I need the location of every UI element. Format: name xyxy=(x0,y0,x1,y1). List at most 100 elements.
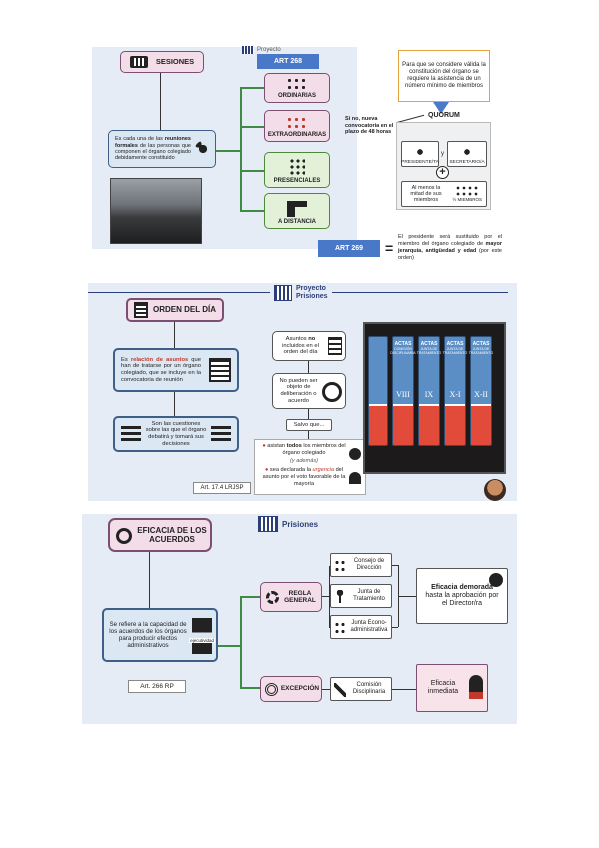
prisiones-logo: Prisiones xyxy=(258,516,318,532)
connector xyxy=(322,689,330,690)
condiciones-box: ● asistan todos los miembros del órgano … xyxy=(254,439,366,495)
ordinarias-box: ORDINARIAS xyxy=(264,73,330,103)
binder-title: ACTAS xyxy=(472,341,490,347)
distancia-box: A DISTANCIA xyxy=(264,193,330,229)
target-icon xyxy=(265,683,278,696)
art174-label: Art. 17.4 LRJSP xyxy=(193,482,251,494)
extraordinarias-box: EXTRAORDINARIAS xyxy=(264,110,330,142)
computer-user-icon xyxy=(287,201,307,218)
meeting-room-photo xyxy=(110,178,202,244)
presenciales-label: PRESENCIALES xyxy=(273,178,321,185)
connector xyxy=(398,596,416,597)
connector xyxy=(308,361,309,373)
mitad-label: Al menos la mitad de sus miembros xyxy=(410,184,442,204)
extraordinarias-label: EXTRAORDINARIAS xyxy=(267,132,327,139)
eficacia-box: EFICACIA DE LOS ACUERDOS xyxy=(108,518,212,552)
condicion-urgencia: ● sea declarada la urgencia del asunto p… xyxy=(262,467,346,487)
connector xyxy=(174,392,175,416)
connector xyxy=(240,87,264,89)
quorum-label: QUORUM xyxy=(428,112,460,119)
excepcion-box: EXCEPCIÓN xyxy=(260,676,322,702)
settings-icon xyxy=(266,591,279,604)
art268-tag: ART 268 xyxy=(257,54,319,69)
document-list-icon xyxy=(134,302,149,318)
desc-text: Es cada una de las reuniones formales de… xyxy=(115,136,191,162)
sesiones-label: SESIONES xyxy=(155,56,195,66)
connector xyxy=(322,596,330,597)
si-no-note: Si no, nueva convocatoria en el plazo de… xyxy=(345,116,394,136)
header-text: Proyecto xyxy=(257,47,281,53)
gear-shield-icon xyxy=(116,528,132,544)
connector xyxy=(240,126,264,128)
proyecto-logo: Proyecto xyxy=(242,45,302,55)
person-running-icon xyxy=(334,590,346,604)
connector xyxy=(329,566,330,628)
capacidad-box: Se refiere a la capacidad de los acuerdo… xyxy=(102,608,218,662)
group-icon xyxy=(289,158,305,177)
meeting-table-urgent-icon xyxy=(286,116,308,131)
connector xyxy=(216,150,240,152)
connector xyxy=(392,689,416,690)
connector xyxy=(218,645,240,647)
ordinarias-label: ORDINARIAS xyxy=(277,93,316,100)
mitad-box: Al menos la mitad de sus miembros ½ MIEM… xyxy=(401,181,487,207)
stop-hand-icon xyxy=(322,382,342,402)
regla-general-box: REGLA GENERAL xyxy=(260,582,322,612)
regla-label: REGLA GENERAL xyxy=(284,589,316,604)
binder-subtitle: JUNTA DE TRATAMIENTO xyxy=(468,347,494,355)
gavel-icon xyxy=(334,683,346,697)
clock-people-icon xyxy=(489,573,503,587)
meeting-table-icon xyxy=(286,77,308,92)
arrow-down-icon xyxy=(433,102,449,114)
binder-subtitle: JUNTA DE TRATAMIENTO xyxy=(442,347,468,355)
presidente-box: PRESIDENTE/TA xyxy=(401,141,439,167)
demorada-text: Eficacia demorada hasta la aprobación po… xyxy=(425,583,499,608)
inmediata-label: Eficacia inmediata xyxy=(427,679,459,695)
binder-title: ACTAS xyxy=(394,341,412,347)
bars-icon xyxy=(274,285,292,301)
siren-icon xyxy=(349,472,361,484)
ademas-label: (y además) xyxy=(290,458,318,465)
connector xyxy=(240,596,260,598)
binder-number: VIII xyxy=(396,390,410,399)
calendar-icon xyxy=(129,56,148,68)
people-icon xyxy=(195,141,211,157)
binder-number: X-I xyxy=(449,390,461,399)
sesiones-box: SESIONES xyxy=(120,51,204,73)
miembros-label: ½ MIEMBROS xyxy=(452,197,482,203)
no-pueden-box: No pueden ser objeto de deliberación o a… xyxy=(272,373,346,409)
miembros-icon: ½ MIEMBROS xyxy=(452,185,482,202)
binder-subtitle: JUNTA DE TRATAMIENTO xyxy=(416,347,442,355)
sesiones-desc: Es cada una de las reuniones formales de… xyxy=(108,130,216,168)
person-icon xyxy=(461,149,473,160)
plus-icon: + xyxy=(436,166,449,179)
no-pueden-label: No pueden ser objeto de deliberación o a… xyxy=(279,377,318,404)
eficacia-demorada-box: Eficacia demorada hasta la aprobación po… xyxy=(416,568,508,624)
bars-icon xyxy=(258,516,278,532)
orden-label: ORDEN DEL DÍA xyxy=(153,305,216,315)
junta-trat-label: Junta de Tratamiento xyxy=(353,589,385,602)
junta-eco-label: Junta Econo-administrativa xyxy=(350,620,388,633)
comision-box: Comisión Disciplinaria xyxy=(330,677,392,701)
connector xyxy=(149,552,150,608)
junta-economica-box: Junta Econo-administrativa xyxy=(330,615,392,639)
bars-icon xyxy=(242,46,254,54)
person-icon xyxy=(414,149,426,160)
y-label: y xyxy=(441,151,444,157)
presenciales-box: PRESENCIALES xyxy=(264,152,330,188)
binder-number: X-II xyxy=(474,390,488,399)
connector xyxy=(174,322,175,348)
group-triangle-icon xyxy=(349,448,361,460)
connector xyxy=(392,627,398,628)
connector xyxy=(240,687,260,689)
excepcion-label: EXCEPCIÓN xyxy=(280,685,320,693)
cuestiones-box: Son las cuestiones sobre las que el órga… xyxy=(113,416,239,452)
list-icon xyxy=(211,426,231,444)
quorum-note: Para que se considere válida la constitu… xyxy=(398,50,490,102)
secretario-label: SECRETARIO/A xyxy=(449,160,485,166)
header-text: Prisiones xyxy=(282,519,319,529)
